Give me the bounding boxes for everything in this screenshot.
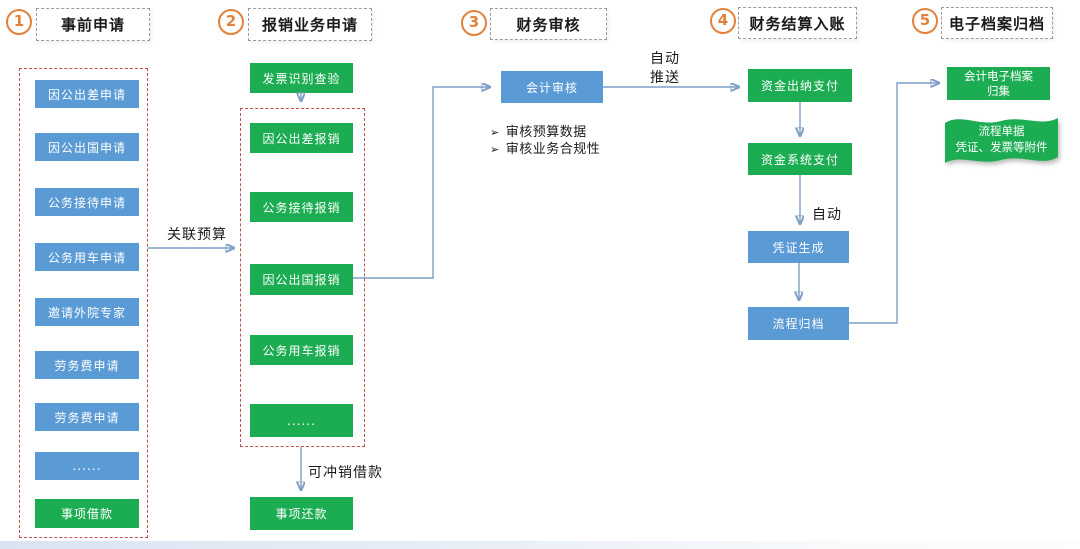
triangle-bullet-icon: ➢ <box>490 126 500 139</box>
box-official-reception-reimbursement: 公务接待报销 <box>250 192 353 222</box>
bottom-edge-strip <box>0 541 1080 549</box>
box-official-vehicle-reimbursement: 公务用车报销 <box>250 335 353 365</box>
earchive-line2: 归集 <box>987 83 1010 98</box>
audit-bullet-budget-text: 审核预算数据 <box>505 125 587 140</box>
box-invoice-recognition-check: 发票识别查验 <box>250 63 353 93</box>
arrow-archive-to-collection <box>849 83 938 324</box>
label-link-budget: 关联预算 <box>167 227 227 243</box>
stage-number-badge-3: 3 <box>461 10 487 36</box>
stage-title-archive: 电子档案归档 <box>941 7 1053 39</box>
box-invite-expert-application: 邀请外院专家 <box>35 298 139 326</box>
arrow-reimbursement-to-audit <box>353 87 489 279</box>
audit-bullet-compliance: ➢ 审核业务合规性 <box>490 138 600 157</box>
stage-title-audit: 财务审核 <box>490 8 607 40</box>
label-auto-push-line1: 自动 <box>650 51 680 67</box>
audit-bullet-compliance-text: 审核业务合规性 <box>505 142 601 157</box>
box-more-reimbursement-ellipsis: ...... <box>250 404 353 437</box>
wave-banner-attachments: 流程单据 凭证、发票等附件 <box>945 112 1058 169</box>
stage-number-badge-1: 1 <box>6 9 32 35</box>
box-accounting-audit: 会计审核 <box>501 71 603 103</box>
label-auto: 自动 <box>812 207 842 223</box>
box-cashier-payment: 资金出纳支付 <box>748 69 852 102</box>
stage-number-badge-2: 2 <box>218 9 244 35</box>
label-offset-loan: 可冲销借款 <box>308 465 383 481</box>
audit-bullet-budget: ➢ 审核预算数据 <box>490 121 587 140</box>
box-official-reception-application: 公务接待申请 <box>35 188 139 216</box>
label-auto-push-line2: 推送 <box>650 70 680 86</box>
wave-shape-icon <box>945 118 1058 163</box>
box-item-loan: 事项借款 <box>35 499 139 528</box>
box-abroad-trip-application: 因公出国申请 <box>35 133 139 161</box>
box-official-vehicle-application: 公务用车申请 <box>35 243 139 271</box>
pre-application-container <box>19 68 148 538</box>
triangle-bullet-icon: ➢ <box>490 143 500 156</box>
box-item-repayment: 事项还款 <box>250 497 353 530</box>
box-abroad-trip-reimbursement: 因公出国报销 <box>250 264 353 295</box>
box-labor-fee-application-1: 劳务费申请 <box>35 351 139 379</box>
box-labor-fee-application-2: 劳务费申请 <box>35 403 139 431</box>
box-voucher-generation: 凭证生成 <box>748 231 849 263</box>
stage-number-badge-4: 4 <box>710 8 736 34</box>
stage-number-badge-5: 5 <box>912 8 938 34</box>
earchive-line1: 会计电子档案 <box>964 69 1033 84</box>
wave-banner-text: 流程单据 凭证、发票等附件 <box>945 124 1058 155</box>
box-process-archive: 流程归档 <box>748 307 849 340</box>
wave-banner-line1: 流程单据 <box>978 124 1025 138</box>
box-business-trip-application: 因公出差申请 <box>35 80 139 108</box>
box-business-trip-reimbursement: 因公出差报销 <box>250 123 353 153</box>
box-system-payment: 资金系统支付 <box>748 143 852 175</box>
wave-banner-line2: 凭证、发票等附件 <box>955 139 1048 154</box>
label-auto-push: 自动 推送 <box>630 50 700 88</box>
box-more-applications-ellipsis: ...... <box>35 452 139 480</box>
stage-title-pre-application: 事前申请 <box>36 8 150 41</box>
stage-title-reimbursement: 报销业务申请 <box>248 8 372 41</box>
stage-title-settlement: 财务结算入账 <box>738 7 857 39</box>
box-accounting-earchive-collection: 会计电子档案 归集 <box>947 67 1050 100</box>
